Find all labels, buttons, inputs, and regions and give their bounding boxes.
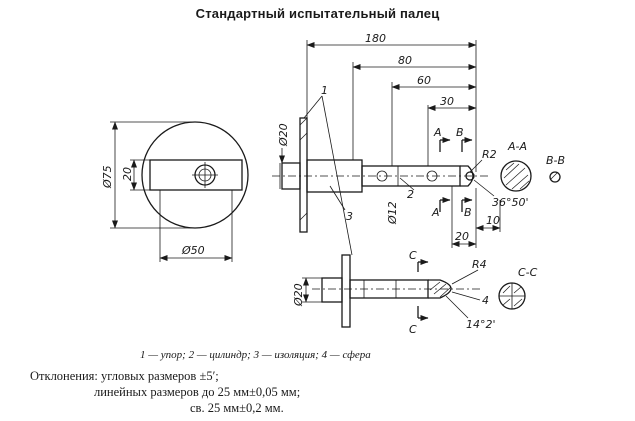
callout-4: 4 xyxy=(482,294,489,307)
dim-d20-shaft: Ø20 xyxy=(277,123,290,147)
label-aa: А-А xyxy=(507,140,527,153)
section-a-bottom: А xyxy=(431,206,440,219)
stop-plate xyxy=(299,117,308,233)
section-aa: А-А xyxy=(500,140,532,192)
section-c-top: С xyxy=(409,249,417,262)
dim-20-slot: 20 xyxy=(121,167,134,181)
dim-d50: Ø50 xyxy=(181,244,205,257)
section-a-top: А xyxy=(433,126,442,139)
end-view: Ø75 20 Ø50 xyxy=(101,121,249,262)
tolerance-line-2: линейных размеров до 25 мм±0,05 мм; xyxy=(94,385,301,399)
finger-tip xyxy=(460,165,474,187)
technical-drawing: Ø75 20 Ø50 Ø20 xyxy=(101,32,565,336)
section-b-bottom: В xyxy=(464,206,472,219)
dim-10: 10 xyxy=(486,214,500,227)
section-bb: В-В xyxy=(546,154,565,183)
page-title: Стандартный испытательный палец xyxy=(195,6,440,21)
slot-rect xyxy=(149,159,243,191)
callout-1: 1 xyxy=(321,84,328,97)
dim-d20-lower: Ø20 xyxy=(292,283,305,307)
dim-180: 180 xyxy=(365,32,386,45)
dim-r4: R4 xyxy=(472,258,487,271)
section-c-bottom: С xyxy=(409,323,417,336)
dim-20-bottom: 20 xyxy=(455,230,469,243)
side-view: Ø20 Ø12 180 80 60 30 А В А В R2 xyxy=(272,32,529,256)
dim-60: 60 xyxy=(417,74,431,87)
section-cc: С-С xyxy=(498,266,538,310)
label-cc: С-С xyxy=(518,266,538,279)
callout-3: 3 xyxy=(346,210,353,223)
tolerance-line-3: св. 25 мм±0,2 мм. xyxy=(190,401,284,415)
label-bb: В-В xyxy=(546,154,565,167)
dim-d12: Ø12 xyxy=(386,201,399,225)
callout-2: 2 xyxy=(407,188,414,201)
lower-view: Ø20 С С R4 4 14°2' xyxy=(292,249,496,336)
end-plate-circle xyxy=(141,121,249,229)
tolerance-line-1: Отклонения: угловых размеров ±5′; xyxy=(30,369,219,383)
dim-r2: R2 xyxy=(482,148,497,161)
section-b-top: В xyxy=(456,126,464,139)
dim-angle: 36°50' xyxy=(492,196,529,209)
dim-30: 30 xyxy=(440,95,454,108)
dim-80: 80 xyxy=(398,54,412,67)
dim-angle-lower: 14°2' xyxy=(466,318,496,331)
parts-legend: 1 — упор; 2 — цилиндр; 3 — изоляция; 4 —… xyxy=(140,349,371,361)
dim-d75: Ø75 xyxy=(101,165,114,189)
